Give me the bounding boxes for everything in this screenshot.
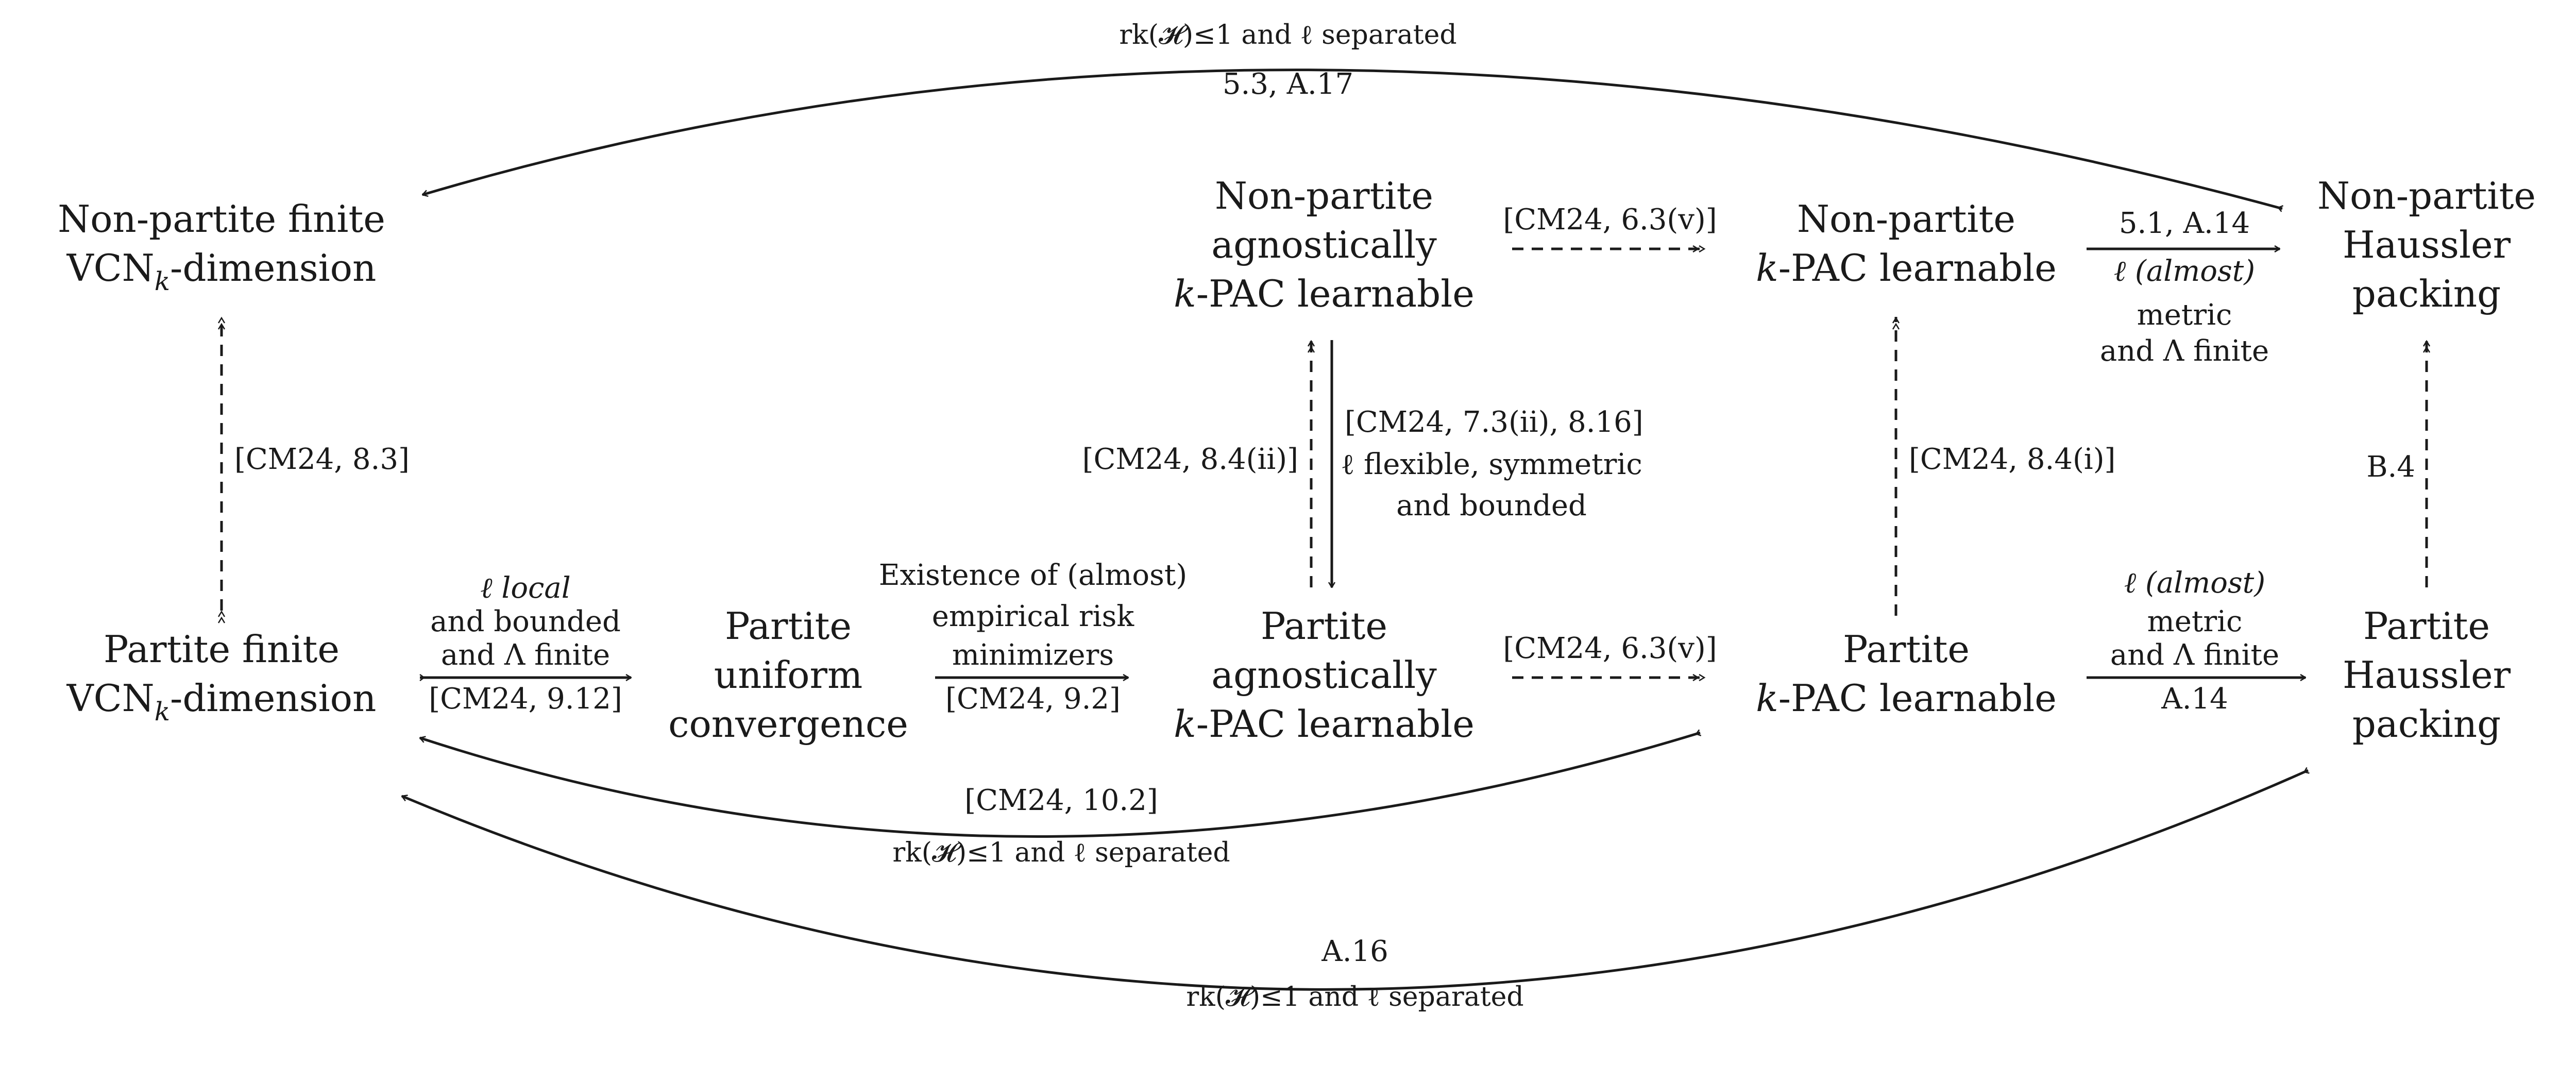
- edge-ppac-to-phaussler-above1: ℓ (almost): [2124, 566, 2265, 600]
- edge-pvcn-to-puniform-above2: and bounded: [430, 605, 621, 638]
- node-partite-pac-line1: Partite: [1843, 628, 1970, 671]
- node-nonpartite-agnostic-line3: k-PAC learnable: [1174, 272, 1475, 315]
- node-nonpartite-agnostic: Non-partite agnostically k-PAC learnable: [1174, 174, 1475, 315]
- edge-puniform-to-pagnostic-below: [CM24, 9.2]: [945, 682, 1121, 716]
- node-partite-agnostic-line2: agnostically: [1211, 653, 1437, 697]
- edge-agnostic-vertical-down-line1: [CM24, 7.3(ii), 8.16]: [1345, 406, 1643, 439]
- edge-pac-vertical-label: [CM24, 8.4(i)]: [1909, 443, 2115, 476]
- edge-pvcn-to-puniform-above3: and Λ finite: [441, 638, 610, 672]
- node-partite-uniform-line2: uniform: [714, 653, 862, 697]
- node-partite-vcn-line2: VCNk-dimension: [66, 677, 377, 727]
- edge-ppac-to-phaussler-below: A.14: [2161, 682, 2228, 716]
- node-nonpartite-pac-line1: Non-partite: [1797, 197, 2015, 241]
- node-partite-uniform: Partite uniform convergence: [668, 604, 908, 746]
- edge-ppac-to-phaussler-above3: and Λ finite: [2110, 638, 2279, 672]
- node-partite-agnostic: Partite agnostically k-PAC learnable: [1174, 604, 1475, 746]
- edge-arc-phaussler-to-pvcn-below: rk(𝓗)≤1 and ℓ separated: [1186, 982, 1523, 1012]
- node-partite-haussler: Partite Haussler packing: [2343, 604, 2511, 746]
- edge-agnostic-vertical-down-line3: and bounded: [1396, 489, 1587, 522]
- edge-np-pac-to-np-hp-label-below2: metric: [2137, 298, 2232, 332]
- edge-pvcn-to-puniform-below: [CM24, 9.12]: [429, 682, 622, 716]
- node-nonpartite-vcn: Non-partite finite VCNk-dimension: [58, 197, 385, 296]
- edge-puniform-to-pagnostic-above2: empirical risk: [932, 600, 1135, 633]
- edge-np-pac-to-np-hp-label-below3: and Λ finite: [2100, 334, 2269, 368]
- edge-vcn-vertical-label: [CM24, 8.3]: [234, 443, 410, 476]
- node-nonpartite-haussler: Non-partite Haussler packing: [2317, 174, 2536, 315]
- edge-arc-ppac-to-pvcn-above: [CM24, 10.2]: [964, 784, 1158, 817]
- edge-np-agnostic-to-np-pac-label: [CM24, 6.3(v)]: [1503, 203, 1717, 237]
- edge-np-pac-to-np-hp-label-above: 5.1, A.14: [2119, 207, 2250, 240]
- edge-puniform-to-pagnostic-above1: Existence of (almost): [879, 559, 1187, 592]
- edge-ppac-to-phaussler-above2: metric: [2147, 605, 2243, 638]
- node-nonpartite-vcn-line1: Non-partite finite: [58, 197, 385, 241]
- edge-arc-ppac-to-pvcn-below: rk(𝓗)≤1 and ℓ separated: [892, 837, 1230, 868]
- edge-agnostic-vertical-up-label: [CM24, 8.4(ii)]: [1082, 443, 1298, 476]
- node-nonpartite-pac-line2: k-PAC learnable: [1756, 246, 2057, 290]
- node-nonpartite-haussler-line1: Non-partite: [2317, 174, 2536, 217]
- node-partite-haussler-line2: Haussler: [2343, 653, 2511, 697]
- edge-pagnostic-to-ppac-label: [CM24, 6.3(v)]: [1503, 632, 1717, 665]
- edge-np-pac-to-np-hp-label-below1: ℓ (almost): [2114, 255, 2255, 288]
- node-nonpartite-vcn-line2: VCNk-dimension: [66, 246, 377, 296]
- node-partite-vcn-line1: Partite finite: [104, 628, 340, 671]
- node-nonpartite-haussler-line2: Haussler: [2343, 223, 2511, 266]
- node-partite-agnostic-line3: k-PAC learnable: [1174, 702, 1475, 746]
- node-partite-pac: Partite k-PAC learnable: [1756, 628, 2057, 720]
- node-partite-haussler-line1: Partite: [2363, 604, 2490, 648]
- node-partite-pac-line2: k-PAC learnable: [1756, 677, 2057, 720]
- edge-haussler-vertical-label: B.4: [2366, 450, 2415, 484]
- edge-top-arc-label-above: rk(𝓗)≤1 and ℓ separated: [1119, 20, 1456, 50]
- edge-pvcn-to-puniform-above1: ℓ local: [480, 571, 570, 605]
- node-partite-uniform-line3: convergence: [668, 702, 908, 746]
- edge-top-arc-label-below: 5.3, A.17: [1223, 68, 1353, 101]
- node-partite-uniform-line1: Partite: [725, 604, 852, 648]
- node-nonpartite-pac: Non-partite k-PAC learnable: [1756, 197, 2057, 290]
- edge-top-arc: [422, 69, 2282, 209]
- node-nonpartite-agnostic-line1: Non-partite: [1215, 174, 1433, 217]
- node-nonpartite-agnostic-line2: agnostically: [1211, 223, 1437, 266]
- edge-arc-phaussler-to-pvcn: [402, 770, 2308, 991]
- node-partite-haussler-line3: packing: [2352, 702, 2501, 746]
- edge-puniform-to-pagnostic-above3: minimizers: [952, 638, 1114, 672]
- edge-arc-phaussler-to-pvcn-above: A.16: [1321, 935, 1388, 968]
- node-nonpartite-haussler-line3: packing: [2352, 272, 2501, 315]
- edge-agnostic-vertical-down-line2: ℓ flexible, symmetric: [1341, 448, 1642, 481]
- node-partite-vcn: Partite finite VCNk-dimension: [66, 628, 377, 727]
- node-partite-agnostic-line1: Partite: [1261, 604, 1387, 648]
